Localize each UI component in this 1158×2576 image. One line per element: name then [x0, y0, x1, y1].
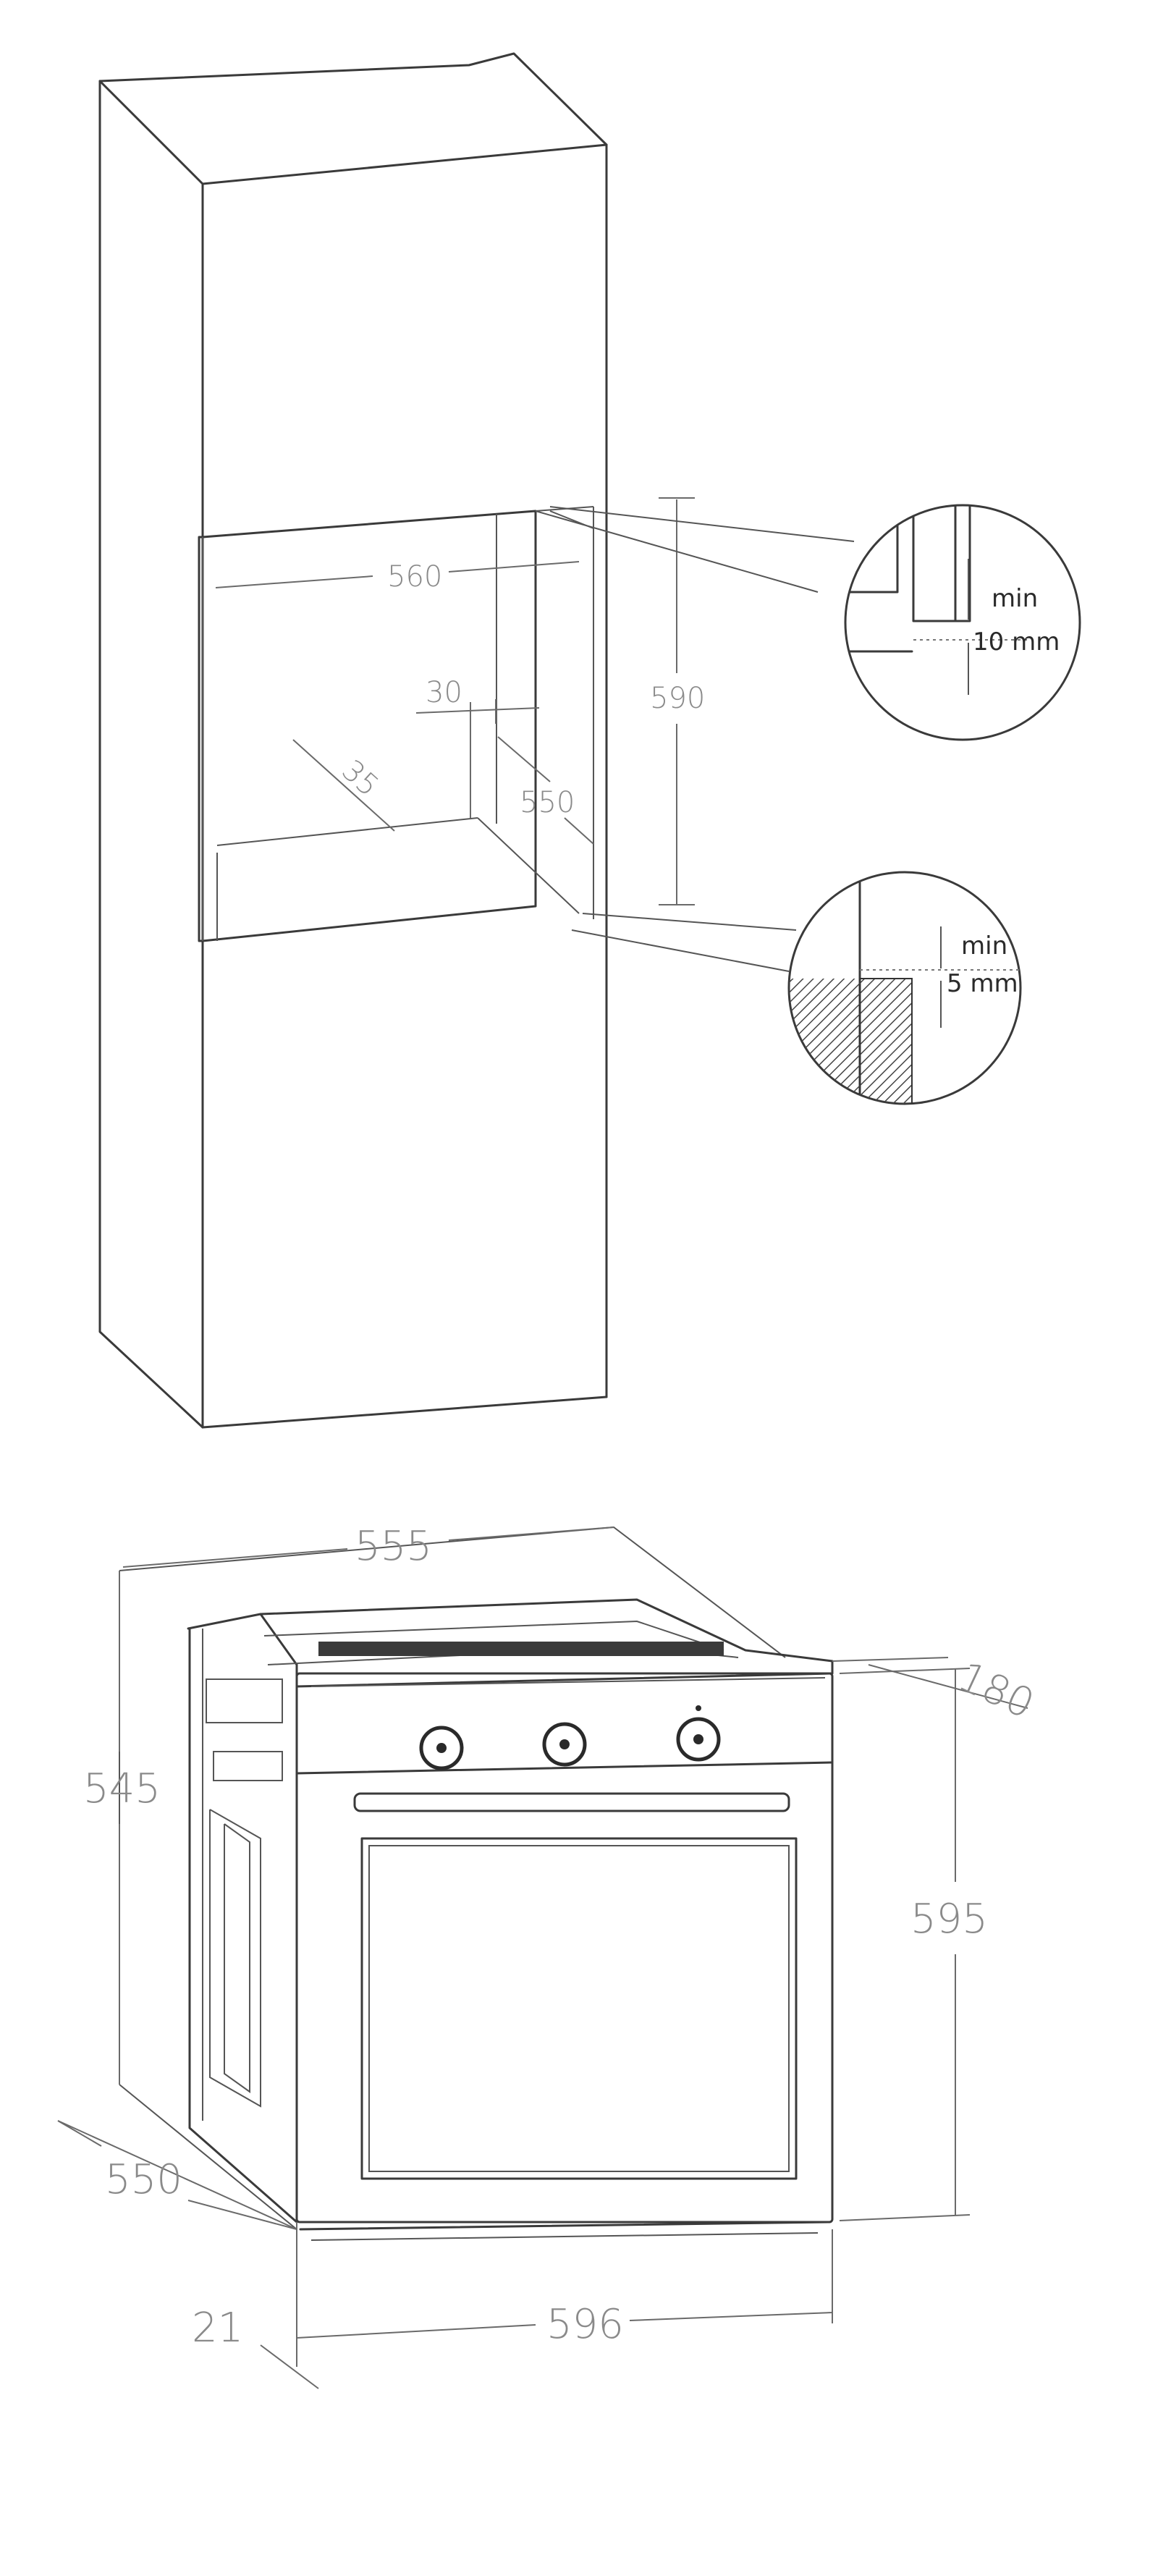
oven-top-vent [318, 1642, 724, 1656]
dim-line-596-right [629, 2312, 833, 2321]
leader-top-upper [549, 506, 855, 542]
door-window-inner [368, 1845, 790, 2172]
dim-label-596: 596 [546, 2301, 624, 2348]
built-in-oven [119, 1526, 834, 2241]
dim-label-550: 550 [520, 786, 575, 819]
dim-label-545: 545 [83, 1765, 161, 1812]
oven-base-lower [310, 2232, 819, 2241]
dim-line-550-bottom [564, 817, 594, 845]
dim-line-550-oven-bottom [187, 2200, 297, 2230]
detail-top-cabinet-edge [845, 505, 913, 653]
detail-bottom-cabinet-left [789, 979, 860, 1104]
dim-line-550-oven-top [57, 2120, 102, 2147]
oven-control-panel-top [310, 1677, 826, 1687]
detail-top-circle [844, 504, 1081, 741]
niche-frame [198, 510, 537, 942]
door-handle[interactable] [353, 1792, 790, 1812]
dim-line-560-right [448, 561, 580, 573]
detail-bottom-clearance: min 5 mm [787, 871, 1022, 1105]
door-window-outer [360, 1837, 798, 2180]
dim-line-550-top [497, 736, 551, 782]
bottom-detail-leader [571, 913, 797, 972]
indicator-light [696, 1705, 701, 1711]
oven-front-frame [295, 1672, 834, 2224]
dim-label-35: 35 [335, 753, 385, 803]
detail-top-clearance: min 10 mm [844, 504, 1081, 741]
dim-line-550-oven [57, 2120, 297, 2230]
cabinet-bottom-edge [201, 1395, 608, 1429]
niche-floor-right [477, 817, 580, 914]
knob-right[interactable] [676, 1717, 721, 1762]
detail-top-label-value: 10 mm [973, 628, 1060, 656]
dim-label-550-oven: 550 [105, 2156, 182, 2203]
detail-bottom-cabinet-right [859, 978, 913, 1104]
knob-center[interactable] [542, 1722, 587, 1767]
oven-side-panel-inner [224, 1823, 250, 2093]
oven-base [299, 2221, 830, 2231]
dim-label-21: 21 [192, 2305, 243, 2352]
knob-left[interactable] [419, 1726, 464, 1770]
dim-label-560: 560 [387, 560, 442, 594]
leader-bottom-upper [582, 913, 797, 931]
oven-side-panel [209, 1809, 261, 2108]
leader-bottom-lower [571, 929, 790, 972]
dim-line-596-left [296, 2324, 536, 2339]
dim-line-555-right [448, 1526, 614, 1541]
dim-line-35 [292, 739, 395, 832]
cabinet-left-side [98, 80, 204, 1429]
oven-control-panel-divider [295, 1761, 834, 1775]
dim-label-590: 590 [650, 682, 705, 715]
detail-top-label-min: min [992, 584, 1038, 613]
oven-side-vent [213, 1751, 283, 1781]
oven-envelope-bottom [119, 2084, 297, 2230]
oven-side-fan [206, 1678, 283, 1723]
cabinet-dimensions: 560 590 30 35 550 [215, 497, 705, 905]
dim-line-555-left [122, 1548, 348, 1568]
cabinet-top-face [98, 52, 608, 185]
dim-line-30 [415, 707, 540, 714]
dim-ext-180-top [832, 1657, 949, 1662]
dim-line-560-left [215, 575, 373, 588]
niche-floor-back [216, 817, 478, 846]
dim-line-21 [260, 2344, 319, 2389]
leader-top-lower [535, 510, 819, 593]
tall-cabinet [98, 52, 608, 1429]
detail-top-oven-edge [912, 505, 971, 622]
oven-top-rail-1 [263, 1620, 724, 1651]
dim-label-555: 555 [355, 1523, 432, 1570]
dim-label-180: 180 [951, 1653, 1041, 1728]
top-detail-leader [535, 506, 855, 593]
dim-ext-595-top [839, 1668, 971, 1674]
dim-ext-595-bottom [839, 2214, 971, 2221]
detail-bottom-label-value: 5 mm [947, 969, 1018, 998]
dim-label-30: 30 [426, 676, 462, 709]
detail-bottom-label-min: min [961, 932, 1007, 960]
dim-label-595: 595 [910, 1896, 988, 1943]
oven-body-side [187, 1613, 298, 2224]
